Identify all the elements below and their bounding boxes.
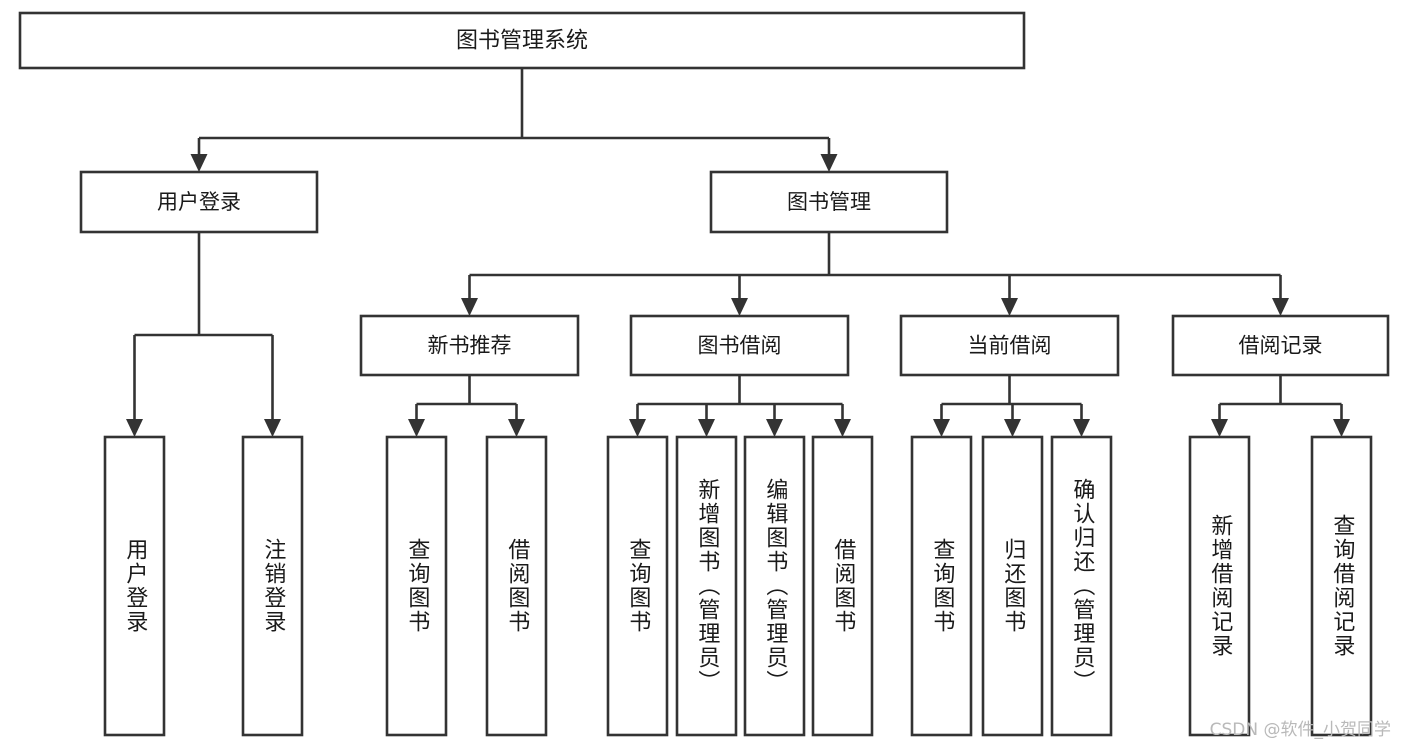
node-box-newbook[interactable] — [359, 314, 580, 377]
connector-layer — [126, 68, 1350, 437]
arrow-head-leaf5 — [629, 419, 646, 437]
node-box-leaf13[interactable] — [1310, 435, 1373, 737]
node-box-leaf5[interactable] — [606, 435, 669, 737]
node-box-leaf12[interactable] — [1188, 435, 1251, 737]
node-box-leaf7[interactable] — [743, 435, 806, 737]
node-box-current[interactable] — [899, 314, 1120, 377]
node-box-leaf1[interactable] — [103, 435, 166, 737]
node-box-login[interactable] — [79, 170, 319, 234]
node-label-root: 图书管理系统 — [456, 29, 588, 54]
node-box-leaf3[interactable] — [385, 435, 448, 737]
node-label-borrow: 图书借阅 — [698, 334, 782, 358]
arrow-head-borrow — [731, 298, 748, 316]
arrow-head-leaf1 — [126, 419, 143, 437]
node-box-leaf4[interactable] — [485, 435, 548, 737]
arrow-head-leaf6 — [698, 419, 715, 437]
node-label-newbook: 新书推荐 — [428, 334, 512, 358]
arrow-head-leaf10 — [1004, 419, 1021, 437]
node-label-records: 借阅记录 — [1239, 334, 1323, 358]
node-box-root[interactable] — [18, 11, 1026, 70]
arrow-head-leaf9 — [933, 419, 950, 437]
node-label-login: 用户登录 — [157, 190, 241, 214]
node-box-leaf11[interactable] — [1050, 435, 1113, 737]
arrow-head-leaf8 — [834, 419, 851, 437]
node-label-bookmgmt: 图书管理 — [787, 190, 871, 214]
node-box-layer — [18, 11, 1390, 737]
node-box-leaf9[interactable] — [910, 435, 973, 737]
arrow-head-leaf7 — [766, 419, 783, 437]
arrow-head-leaf4 — [508, 419, 525, 437]
node-label-current: 当前借阅 — [968, 334, 1052, 358]
node-box-leaf8[interactable] — [811, 435, 874, 737]
arrow-head-login — [190, 154, 208, 172]
arrow-head-current — [1001, 298, 1018, 316]
arrow-head-leaf13 — [1333, 419, 1350, 437]
node-box-bookmgmt[interactable] — [709, 170, 949, 234]
arrow-head-records — [1272, 298, 1289, 316]
arrow-head-bookmgmt — [820, 154, 838, 172]
node-box-leaf2[interactable] — [241, 435, 304, 737]
arrow-head-newbook — [461, 298, 478, 316]
node-box-records[interactable] — [1171, 314, 1390, 377]
node-box-leaf10[interactable] — [981, 435, 1044, 737]
node-box-borrow[interactable] — [629, 314, 850, 377]
arrow-head-leaf3 — [408, 419, 425, 437]
arrow-head-leaf12 — [1211, 419, 1228, 437]
watermark-text: CSDN @软件_小贺同学 — [1209, 720, 1391, 740]
node-box-leaf6[interactable] — [675, 435, 738, 737]
arrow-head-leaf11 — [1073, 419, 1090, 437]
arrow-head-leaf2 — [264, 419, 281, 437]
